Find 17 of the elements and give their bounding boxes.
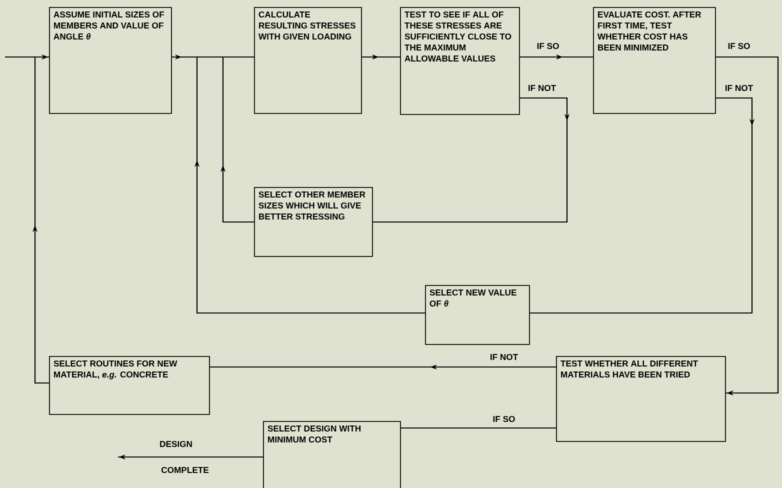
process-box: TEST TO SEE IF ALL OF THESE STRESSES ARE SUFFICIENTLY CLOSE TO THE MAXIMUM ALLOWABLE VALUES xyxy=(400,7,520,115)
process-box: ASSUME INITIAL SIZES OF MEMBERS AND VALUE OF ANGLE θ xyxy=(49,7,172,114)
process-box: SELECT NEW VALUE OF θ xyxy=(425,285,530,345)
process-box: EVALUATE COST. AFTER FIRST TIME, TEST WHETHER COST HAS BEEN MINIMIZED xyxy=(593,7,716,114)
process-box: TEST WHETHER ALL DIFFERENT MATERIALS HAVE BEEN TRIED xyxy=(556,356,726,442)
arrow xyxy=(530,97,755,314)
text-label: DESIGN xyxy=(160,440,192,448)
arrow xyxy=(372,97,570,223)
process-box: SELECT DESIGN WITH MINIMUM COST xyxy=(263,421,401,488)
process-box: CALCULATE RESULTING STRESSES WITH GIVEN LOADING xyxy=(254,7,362,114)
arrow xyxy=(194,56,425,314)
text-label: COMPLETE xyxy=(161,466,209,474)
process-box: SELECT ROUTINES FOR NEW MATERIAL, e.g. CONCRETE xyxy=(49,356,210,415)
arrow xyxy=(32,56,49,384)
arrow xyxy=(716,56,779,396)
arrow xyxy=(220,56,254,223)
process-box: SELECT OTHER MEMBER SIZES WHICH WILL GIVE BETTER STRESSING xyxy=(254,187,373,257)
